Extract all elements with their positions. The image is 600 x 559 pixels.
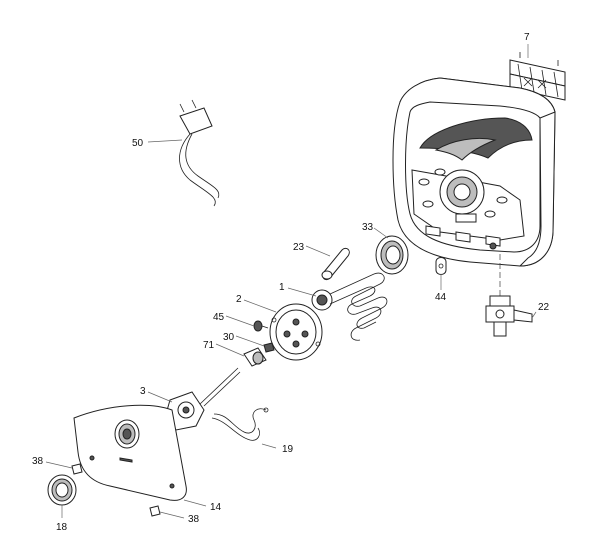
part-19-wiring: [211, 407, 269, 441]
label-19: 19: [282, 444, 294, 455]
part-50-power-cord: [179, 99, 220, 207]
label-50: 50: [132, 138, 144, 149]
part-45-screw: [253, 320, 269, 332]
part-23-anode: [321, 247, 350, 281]
label-14: 14: [210, 502, 222, 513]
part-18-knob: [47, 474, 77, 506]
callout-labels: 7 50 33 23 1 2 45 30 71 3 19 14 38 38 18…: [32, 32, 550, 533]
label-2: 2: [236, 294, 242, 305]
part-1-heating-element: [311, 272, 388, 341]
part-2-flange-plate: [269, 303, 323, 361]
label-38-top: 38: [32, 456, 44, 467]
label-23: 23: [293, 242, 305, 253]
label-18: 18: [56, 522, 68, 533]
label-7: 7: [524, 32, 530, 43]
part-14-front-cover: [73, 404, 187, 501]
label-45: 45: [213, 312, 225, 323]
label-38-bottom: 38: [188, 514, 200, 525]
part-3-thermostat: [165, 367, 241, 431]
label-1: 1: [279, 282, 285, 293]
label-30: 30: [223, 332, 235, 343]
part-71-connector: [243, 347, 267, 367]
label-22: 22: [538, 302, 550, 313]
part-30-nut: [263, 342, 275, 353]
part-38-cap-bottom: [149, 505, 161, 517]
part-33-gasket: [375, 235, 409, 275]
label-44: 44: [435, 292, 447, 303]
label-3: 3: [140, 386, 146, 397]
label-33: 33: [362, 222, 374, 233]
leader-lines: [45, 44, 537, 519]
part-38-cap-top: [71, 463, 83, 475]
part-22-valve: [485, 254, 533, 337]
boiler-housing: [392, 77, 556, 267]
label-71: 71: [203, 340, 215, 351]
part-7-wall-bracket: [509, 52, 566, 101]
part-44-clip: [435, 257, 447, 275]
